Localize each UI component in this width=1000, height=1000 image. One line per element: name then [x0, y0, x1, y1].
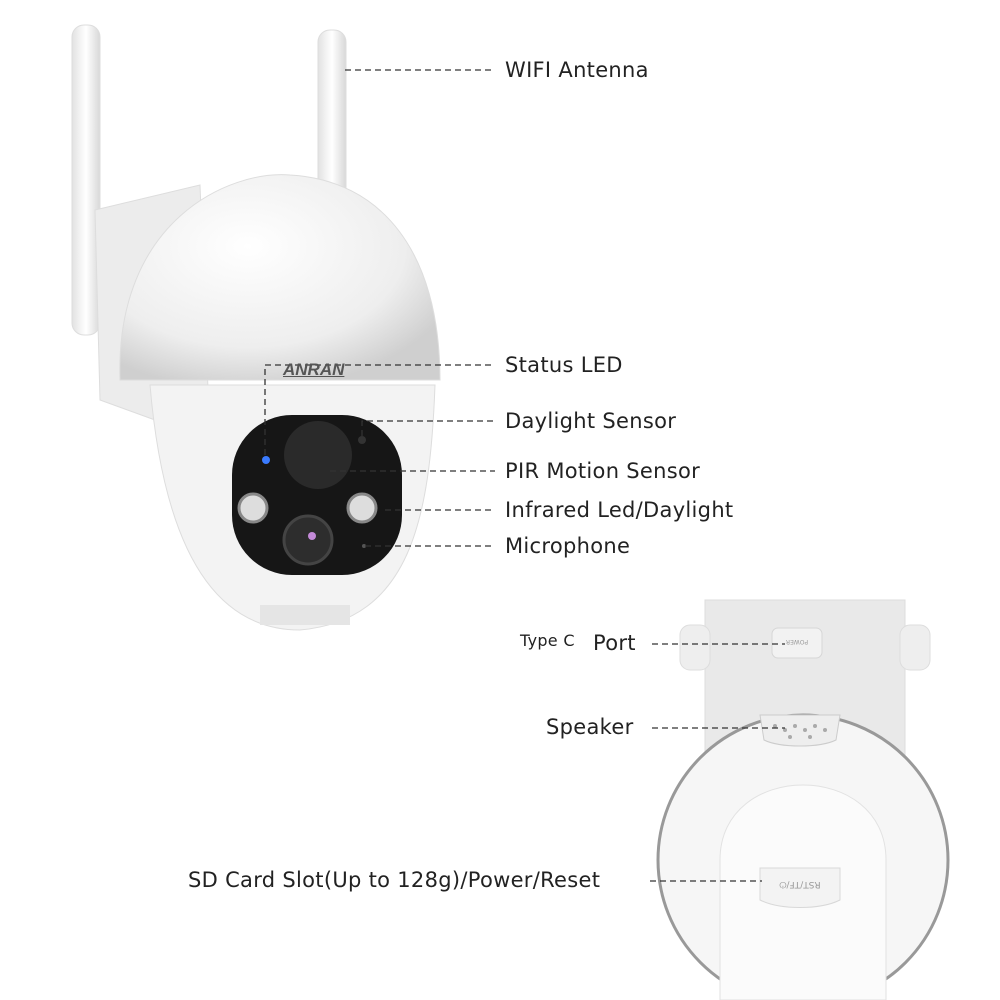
leader-daylight-sensor — [361, 420, 495, 436]
label-wifi-antenna: WIFI Antenna — [505, 58, 649, 82]
sd-card-cover — [759, 867, 841, 908]
daylight-sensor — [358, 436, 366, 444]
speaker-grille — [759, 714, 841, 747]
anran-logo: ANRAN — [283, 360, 345, 379]
head-vent — [260, 605, 350, 625]
label-speaker: Speaker — [546, 715, 634, 739]
rst-tf-marking: RST/TF/⏻ — [779, 879, 820, 890]
speaker-holes — [773, 724, 827, 739]
microphone-hole — [362, 544, 366, 548]
camera-dome — [119, 174, 441, 381]
label-port: Port — [593, 631, 636, 655]
label-pir-motion-sensor: PIR Motion Sensor — [505, 459, 701, 483]
label-type-c: Type C — [520, 631, 575, 650]
lens-panel — [232, 415, 402, 575]
bracket-hinge-left — [679, 624, 711, 671]
power-marking: POWER — [786, 638, 808, 645]
leader-lines — [264, 69, 785, 882]
type-c-port-cover — [771, 627, 823, 659]
label-microphone: Microphone — [505, 534, 631, 558]
bracket-hinge-right — [899, 624, 931, 671]
ir-led-right — [346, 492, 378, 524]
ir-led-left — [237, 492, 269, 524]
leader-status-led — [264, 364, 495, 455]
left-antenna — [71, 24, 101, 336]
label-infrared-led: Infrared Led/Daylight — [505, 498, 734, 522]
label-sd-card-slot: SD Card Slot(Up to 128g)/Power/Reset — [188, 868, 601, 892]
status-led — [262, 456, 270, 464]
pir-sensor — [284, 421, 352, 489]
lens-reflection — [308, 532, 316, 540]
label-daylight-sensor: Daylight Sensor — [505, 409, 677, 433]
label-status-led: Status LED — [505, 353, 623, 377]
camera-lens — [282, 514, 334, 566]
